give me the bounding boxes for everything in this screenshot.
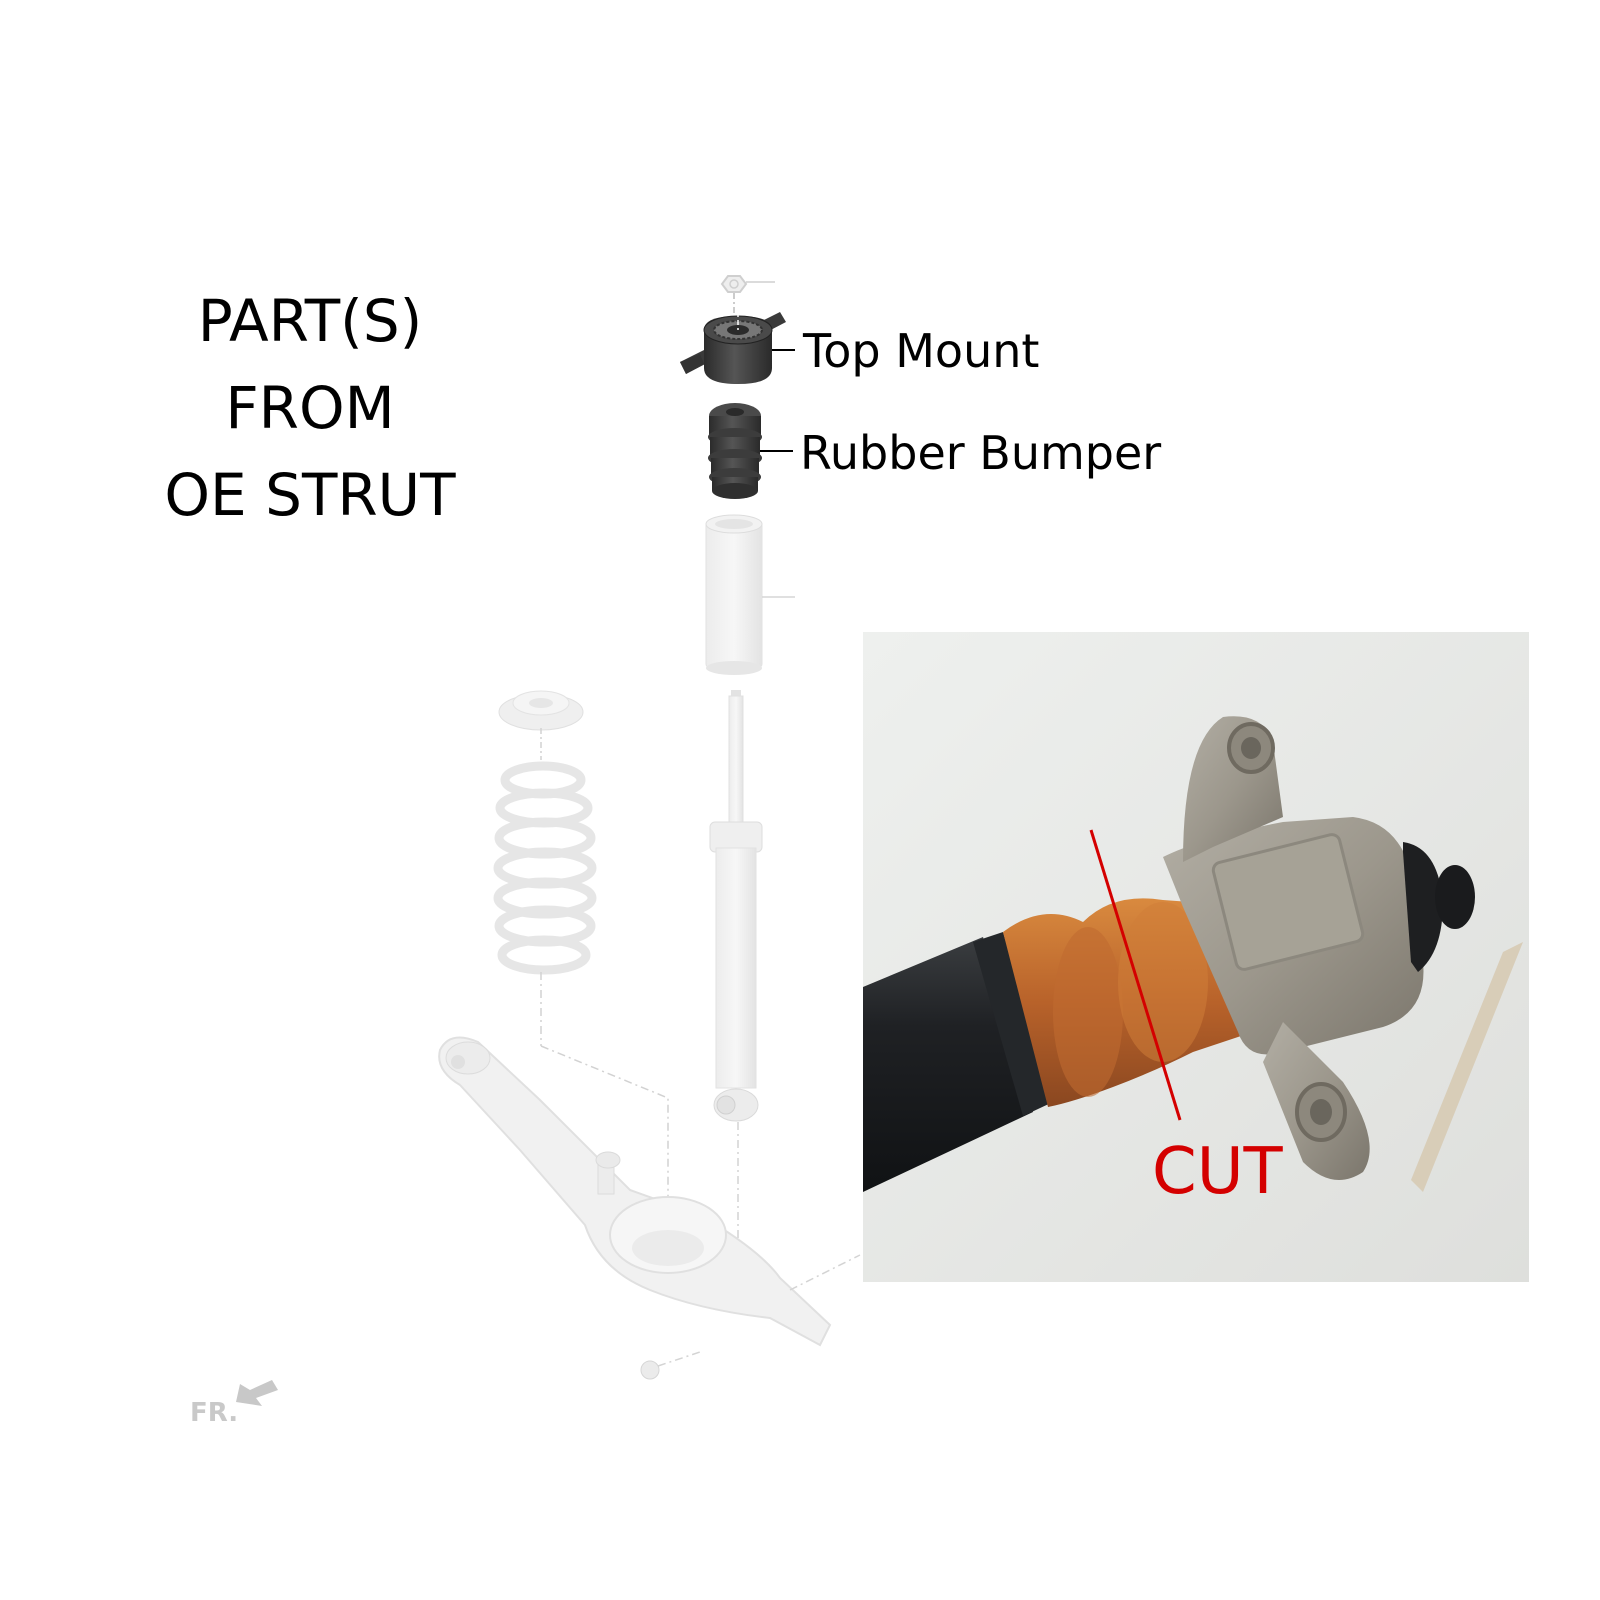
coil-spring-icon xyxy=(493,761,669,1252)
dust-boot-icon xyxy=(705,514,795,675)
cut-label: CUT xyxy=(1152,1135,1283,1209)
headline-line-3: OE STRUT xyxy=(164,461,456,529)
top-mount-label: Top Mount xyxy=(803,324,1040,378)
spring-seat-icon xyxy=(498,690,584,760)
rubber-bumper-icon xyxy=(708,403,793,499)
headline: PART(S) FROM OE STRUT xyxy=(140,278,480,539)
top-mount-icon xyxy=(680,296,795,384)
strut-photo: CUT xyxy=(863,632,1529,1282)
rubber-bumper-label: Rubber Bumper xyxy=(800,426,1162,480)
shock-absorber-icon xyxy=(709,690,763,1290)
orientation-label: FR. xyxy=(190,1398,239,1428)
lower-control-arm-icon xyxy=(438,1036,861,1380)
strut-photo-illustration xyxy=(863,632,1529,1282)
headline-line-2: FROM xyxy=(225,374,395,442)
headline-line-1: PART(S) xyxy=(197,287,423,355)
cut-line xyxy=(1089,829,1182,1121)
arrow-front-icon xyxy=(236,1380,278,1406)
top-nut-icon xyxy=(720,275,775,330)
